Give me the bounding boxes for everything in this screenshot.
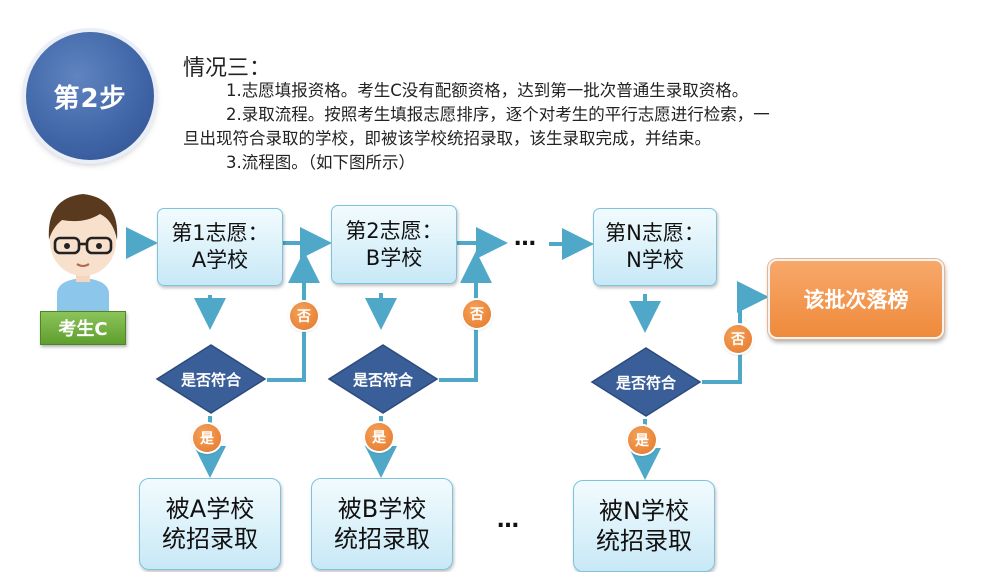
arrow-no-path-2 [439,251,492,382]
admitted-box-b: 被B学校 统招录取 [311,478,453,570]
admitted-box-a-line-1: 被A学校 [165,495,255,523]
choice-box-2-school: B学校 [365,245,423,270]
decision-diamond-1-label: 是否符合 [180,370,241,389]
step-circle: 第2步 [26,32,154,160]
step-label: 第2步 [53,83,127,114]
decision-diamond-1: 是否符合 [155,343,267,415]
choice-box-1-school: A学校 [191,248,249,272]
choice-box-2: 第2志愿： B学校 [331,205,457,284]
admitted-box-b-line-1: 被B学校 [337,495,427,523]
description-line-2: 2.录取流程。按照考生填报志愿排序，逐个对考生的平行志愿进行检索，一 [226,105,770,124]
no-badge-2: 否 [463,300,491,328]
no-badge-n: 否 [724,325,752,353]
choice-box-n-title: 第N志愿： [605,221,705,245]
ellipsis-top: … [514,226,537,251]
student-avatar-icon [48,194,118,312]
choice-box-2-title: 第2志愿： [345,218,443,243]
description-line-2-continued: 旦出现符合录取的学校，即被该学校统招录取，该生录取完成，并结束。 [183,129,711,148]
description-line-3: 3.流程图。（如下图所示） [226,153,415,172]
no-badge-1: 否 [290,302,318,330]
batch-fail-box: 该批次落榜 [768,259,944,339]
admitted-box-n-line-2: 统招录取 [596,527,692,555]
student-label: 考生C [40,311,126,345]
ellipsis-bottom: … [497,508,520,533]
decision-diamond-2-label: 是否符合 [352,370,413,389]
admitted-box-a-line-2: 统招录取 [162,525,258,553]
yes-badge-n: 是 [628,426,656,454]
decision-diamond-n-label: 是否符合 [615,373,676,392]
decision-diamond-2: 是否符合 [327,343,439,415]
choice-box-n: 第N志愿： N学校 [593,208,717,286]
decision-diamond-n: 是否符合 [590,346,702,418]
description-line-1: 1.志愿填报资格。考生C没有配额资格，达到第一批次普通生录取资格。 [226,81,749,100]
situation-title: 情况三： [183,56,272,81]
arrow-no-path-1 [267,251,320,382]
admitted-box-n-line-1: 被N学校 [599,497,689,525]
choice-box-1-title: 第1志愿： [171,221,269,245]
yes-badge-2: 是 [365,423,393,451]
yes-badge-1: 是 [193,424,221,452]
admitted-box-n: 被N学校 统招录取 [573,480,715,572]
choice-box-1: 第1志愿： A学校 [157,208,283,286]
admitted-box-b-line-2: 统招录取 [334,525,430,553]
choice-box-n-school: N学校 [626,248,684,272]
admitted-box-a: 被A学校 统招录取 [139,478,281,570]
